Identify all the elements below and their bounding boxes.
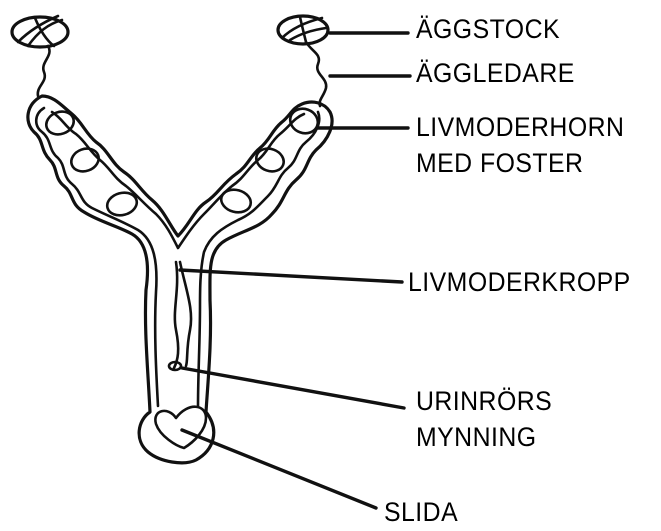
label-urethral-opening-line2: MYNNING (416, 421, 537, 453)
label-vagina: SLIDA (384, 496, 458, 528)
uterine-body-lumen (174, 262, 191, 368)
vaginal-opening (155, 407, 206, 448)
leader-urethral-opening (182, 368, 404, 408)
leader-vagina (182, 430, 376, 508)
label-uterine-horn-line2: MED FOSTER (416, 147, 583, 179)
right-ovary (278, 16, 328, 44)
label-oviduct: ÄGGLEDARE (416, 57, 575, 89)
label-ovary: ÄGGSTOCK (416, 13, 560, 45)
leader-uterine-body (180, 270, 402, 282)
label-uterine-horn-line1: LIVMODERHORN (416, 111, 624, 143)
label-urethral-opening-line1: URINRÖRS (416, 385, 552, 417)
fetus-icon (219, 186, 254, 215)
uterus-outline (28, 96, 332, 463)
fetus-group-right (219, 105, 322, 216)
fetus-icon (68, 145, 102, 175)
label-uterine-body: LIVMODERKROPP (408, 266, 631, 298)
left-oviduct (38, 46, 50, 96)
fetus-group-left (43, 108, 139, 219)
right-oviduct (306, 42, 326, 106)
left-ovary (12, 16, 68, 47)
